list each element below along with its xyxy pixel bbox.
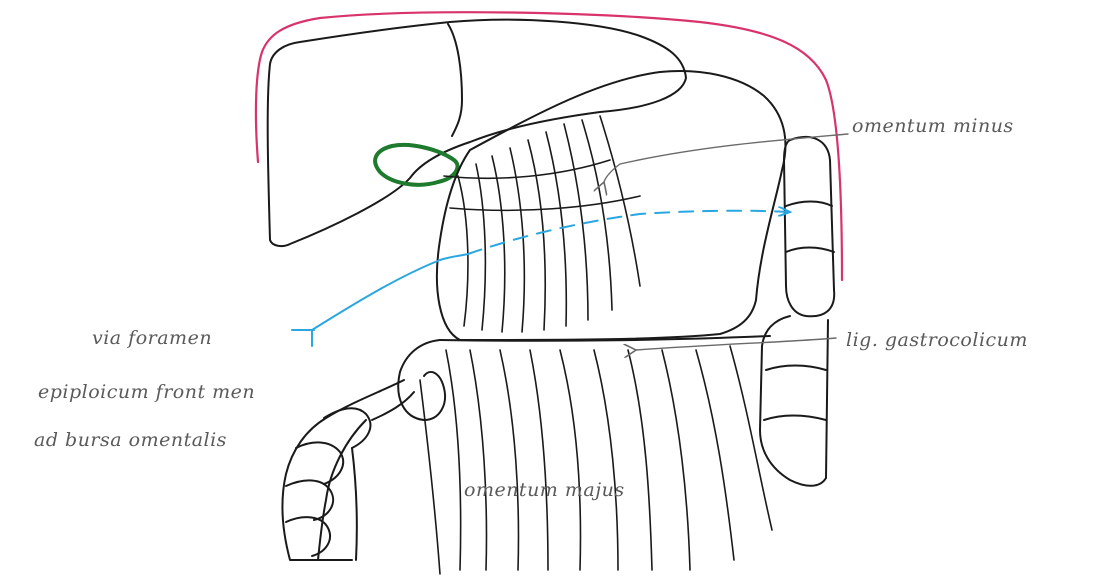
label-lig-gastrocolicum: lig. gastrocolicum: [846, 329, 1028, 351]
colon-segments-left: [283, 380, 414, 560]
label-omentum-majus: omentum majus: [464, 479, 625, 501]
label-epiploicum: epiploicum front men: [38, 381, 255, 403]
greater-omentum: [398, 336, 772, 574]
foramen-path-solid: [312, 254, 468, 346]
label-omentum-minus: omentum minus: [852, 115, 1014, 137]
transverse-colon: [760, 137, 834, 486]
foramen-path-dashed-arrow: [468, 211, 790, 254]
label-ad-bursa: ad bursa omentalis: [34, 429, 227, 451]
liver: [268, 20, 686, 246]
omentum-minus-pointer: [604, 134, 848, 182]
label-via-foramen: via foramen: [92, 327, 212, 349]
